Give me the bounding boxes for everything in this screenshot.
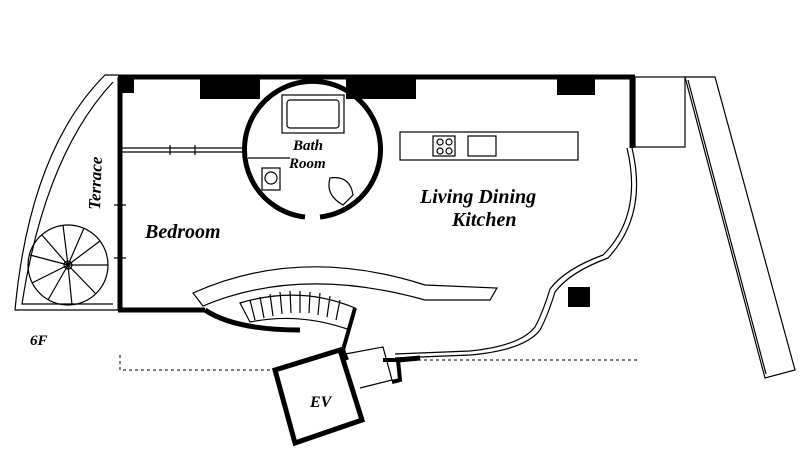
elevator-label: EV — [309, 394, 333, 411]
bedroom-partitions — [114, 145, 245, 259]
bath-label-line2: Room — [288, 156, 326, 172]
elevator-shaft — [271, 346, 421, 447]
curved-stair — [192, 266, 499, 361]
spiral-staircase — [27, 224, 109, 306]
bedroom-label: Bedroom — [144, 221, 221, 243]
dashed-outline — [119, 355, 640, 371]
right-annex — [634, 76, 796, 379]
floor-level-label: 6F — [30, 333, 48, 349]
terrace-area — [14, 74, 118, 311]
terrace-label: Terrace — [85, 156, 106, 210]
curved-glass-wall — [394, 147, 638, 359]
wall-columns — [120, 77, 595, 307]
living-label-line2: Kitchen — [451, 209, 516, 231]
living-label-line1: Living Dining — [419, 186, 536, 208]
exterior-walls — [117, 74, 635, 313]
bathroom-pod — [242, 78, 383, 220]
kitchen-counter — [399, 131, 579, 161]
bath-label-line1: Bath — [292, 138, 323, 154]
